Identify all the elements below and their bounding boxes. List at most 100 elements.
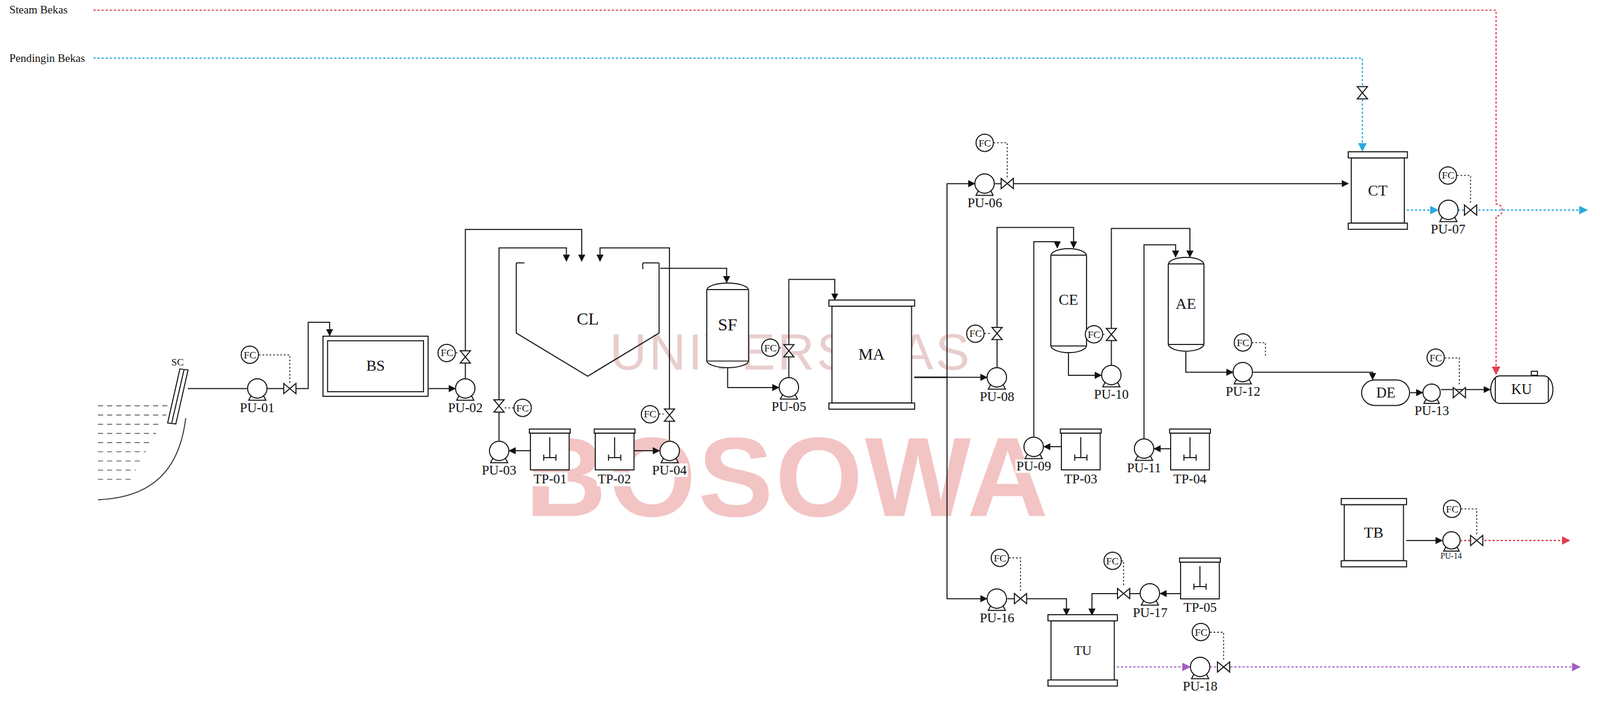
flow-controller: FC (975, 133, 994, 152)
node-label: SC (169, 356, 185, 368)
shape-outline (1423, 384, 1441, 402)
flow-controller: FC (761, 338, 780, 357)
node-label: BS (366, 358, 385, 375)
shape-outline (1442, 531, 1461, 550)
node-label: PU-13 (1413, 404, 1450, 419)
shape-outline (1050, 248, 1087, 353)
shape-outline (1179, 558, 1221, 563)
node-label: DE (1376, 385, 1396, 401)
shape-outline (1348, 151, 1408, 158)
utility-out-line (1210, 666, 1580, 668)
shape-outline (595, 433, 634, 471)
pump-symbol: PU-10 (1101, 365, 1122, 386)
shape-outline (987, 368, 1007, 388)
flow-controller: FC (1233, 333, 1252, 352)
vessel: SF (706, 282, 749, 369)
shape-outline (1190, 657, 1210, 678)
flow-controller: FC (966, 324, 985, 343)
node-label: FC (1445, 504, 1459, 515)
signal-line (984, 332, 991, 335)
process-line (1253, 372, 1373, 380)
shape-outline (1341, 561, 1407, 568)
shape-outline (1140, 584, 1160, 604)
shape-outline (530, 433, 569, 471)
process-line (187, 388, 247, 390)
shape-outline (1180, 558, 1220, 600)
tank-box: TB (1341, 498, 1407, 568)
flow-controller: FC (990, 549, 1009, 568)
shape-outline (1103, 552, 1121, 571)
signal-line (1121, 561, 1124, 588)
water-line (98, 433, 157, 435)
flow-controller: FC (1438, 166, 1457, 185)
process-line (633, 450, 660, 452)
shape-outline (1133, 438, 1155, 460)
shape-outline (1167, 257, 1204, 352)
shape-outline (761, 339, 780, 357)
steam-line (94, 9, 1503, 375)
shape-outline (659, 441, 679, 461)
control-valve (1217, 662, 1230, 673)
signal-line (779, 347, 783, 349)
node-label: PU-05 (770, 400, 808, 415)
shape-outline (171, 370, 184, 424)
flow-controller: FC (1426, 348, 1445, 367)
node-label: SF (717, 316, 738, 335)
tank-box: MA (828, 300, 915, 410)
vessel: AE (1167, 257, 1205, 352)
shape-outline (986, 588, 1008, 610)
node-label: FC (1106, 556, 1119, 567)
nozzle (1531, 371, 1537, 376)
tank-box: TU (1047, 615, 1118, 687)
node-label: PU-16 (978, 611, 1016, 626)
process-line (1185, 352, 1233, 373)
shape-outline (991, 549, 1009, 568)
process-line (1406, 540, 1442, 542)
process-line (1068, 353, 1102, 376)
control-valve (783, 344, 794, 357)
process-line (1160, 593, 1181, 595)
signal-line (1457, 175, 1471, 204)
watermark: UNIVERSITAS (609, 324, 973, 381)
signal-line (505, 407, 514, 409)
shape-outline (831, 306, 912, 404)
shape-outline (974, 174, 995, 194)
agitator (1194, 566, 1207, 590)
chemical-tank: TP-01 (530, 429, 569, 471)
flow-controller: FC (240, 345, 259, 364)
node-label: FC (1087, 329, 1100, 340)
node-label: CL (576, 310, 599, 329)
shape-outline (530, 429, 569, 471)
shape-outline (1361, 380, 1410, 406)
node-label: TB (1364, 525, 1384, 542)
shape-outline (1050, 255, 1086, 346)
signal-line (456, 352, 460, 354)
signal-line (659, 413, 664, 415)
process-line (465, 229, 582, 379)
chemical-tank: TP-03 (1061, 429, 1100, 471)
water-line (98, 451, 147, 453)
shape-outline (1061, 433, 1100, 471)
shape-outline (594, 429, 635, 434)
node-label: TP-03 (1063, 472, 1099, 487)
signal-line (1461, 509, 1477, 536)
pump-symbol: PU-04 (659, 441, 680, 462)
process-line (788, 279, 835, 378)
shape-outline (966, 324, 985, 343)
shape-outline (1047, 615, 1118, 621)
signal-line (1252, 342, 1266, 357)
shape-outline (1061, 429, 1100, 471)
shape-outline (1023, 436, 1044, 458)
process-line (509, 450, 531, 452)
tank-box: CT (1348, 151, 1408, 230)
node-label: FC (516, 403, 529, 414)
node-label: FC (1429, 352, 1442, 364)
shape-outline (1139, 583, 1161, 605)
boiler-drum: KU (1490, 375, 1554, 405)
shape-outline (488, 441, 510, 462)
node-label: PU-02 (446, 401, 484, 416)
basin-box: BS (322, 335, 429, 398)
clarifier-tank: CL (515, 261, 661, 378)
